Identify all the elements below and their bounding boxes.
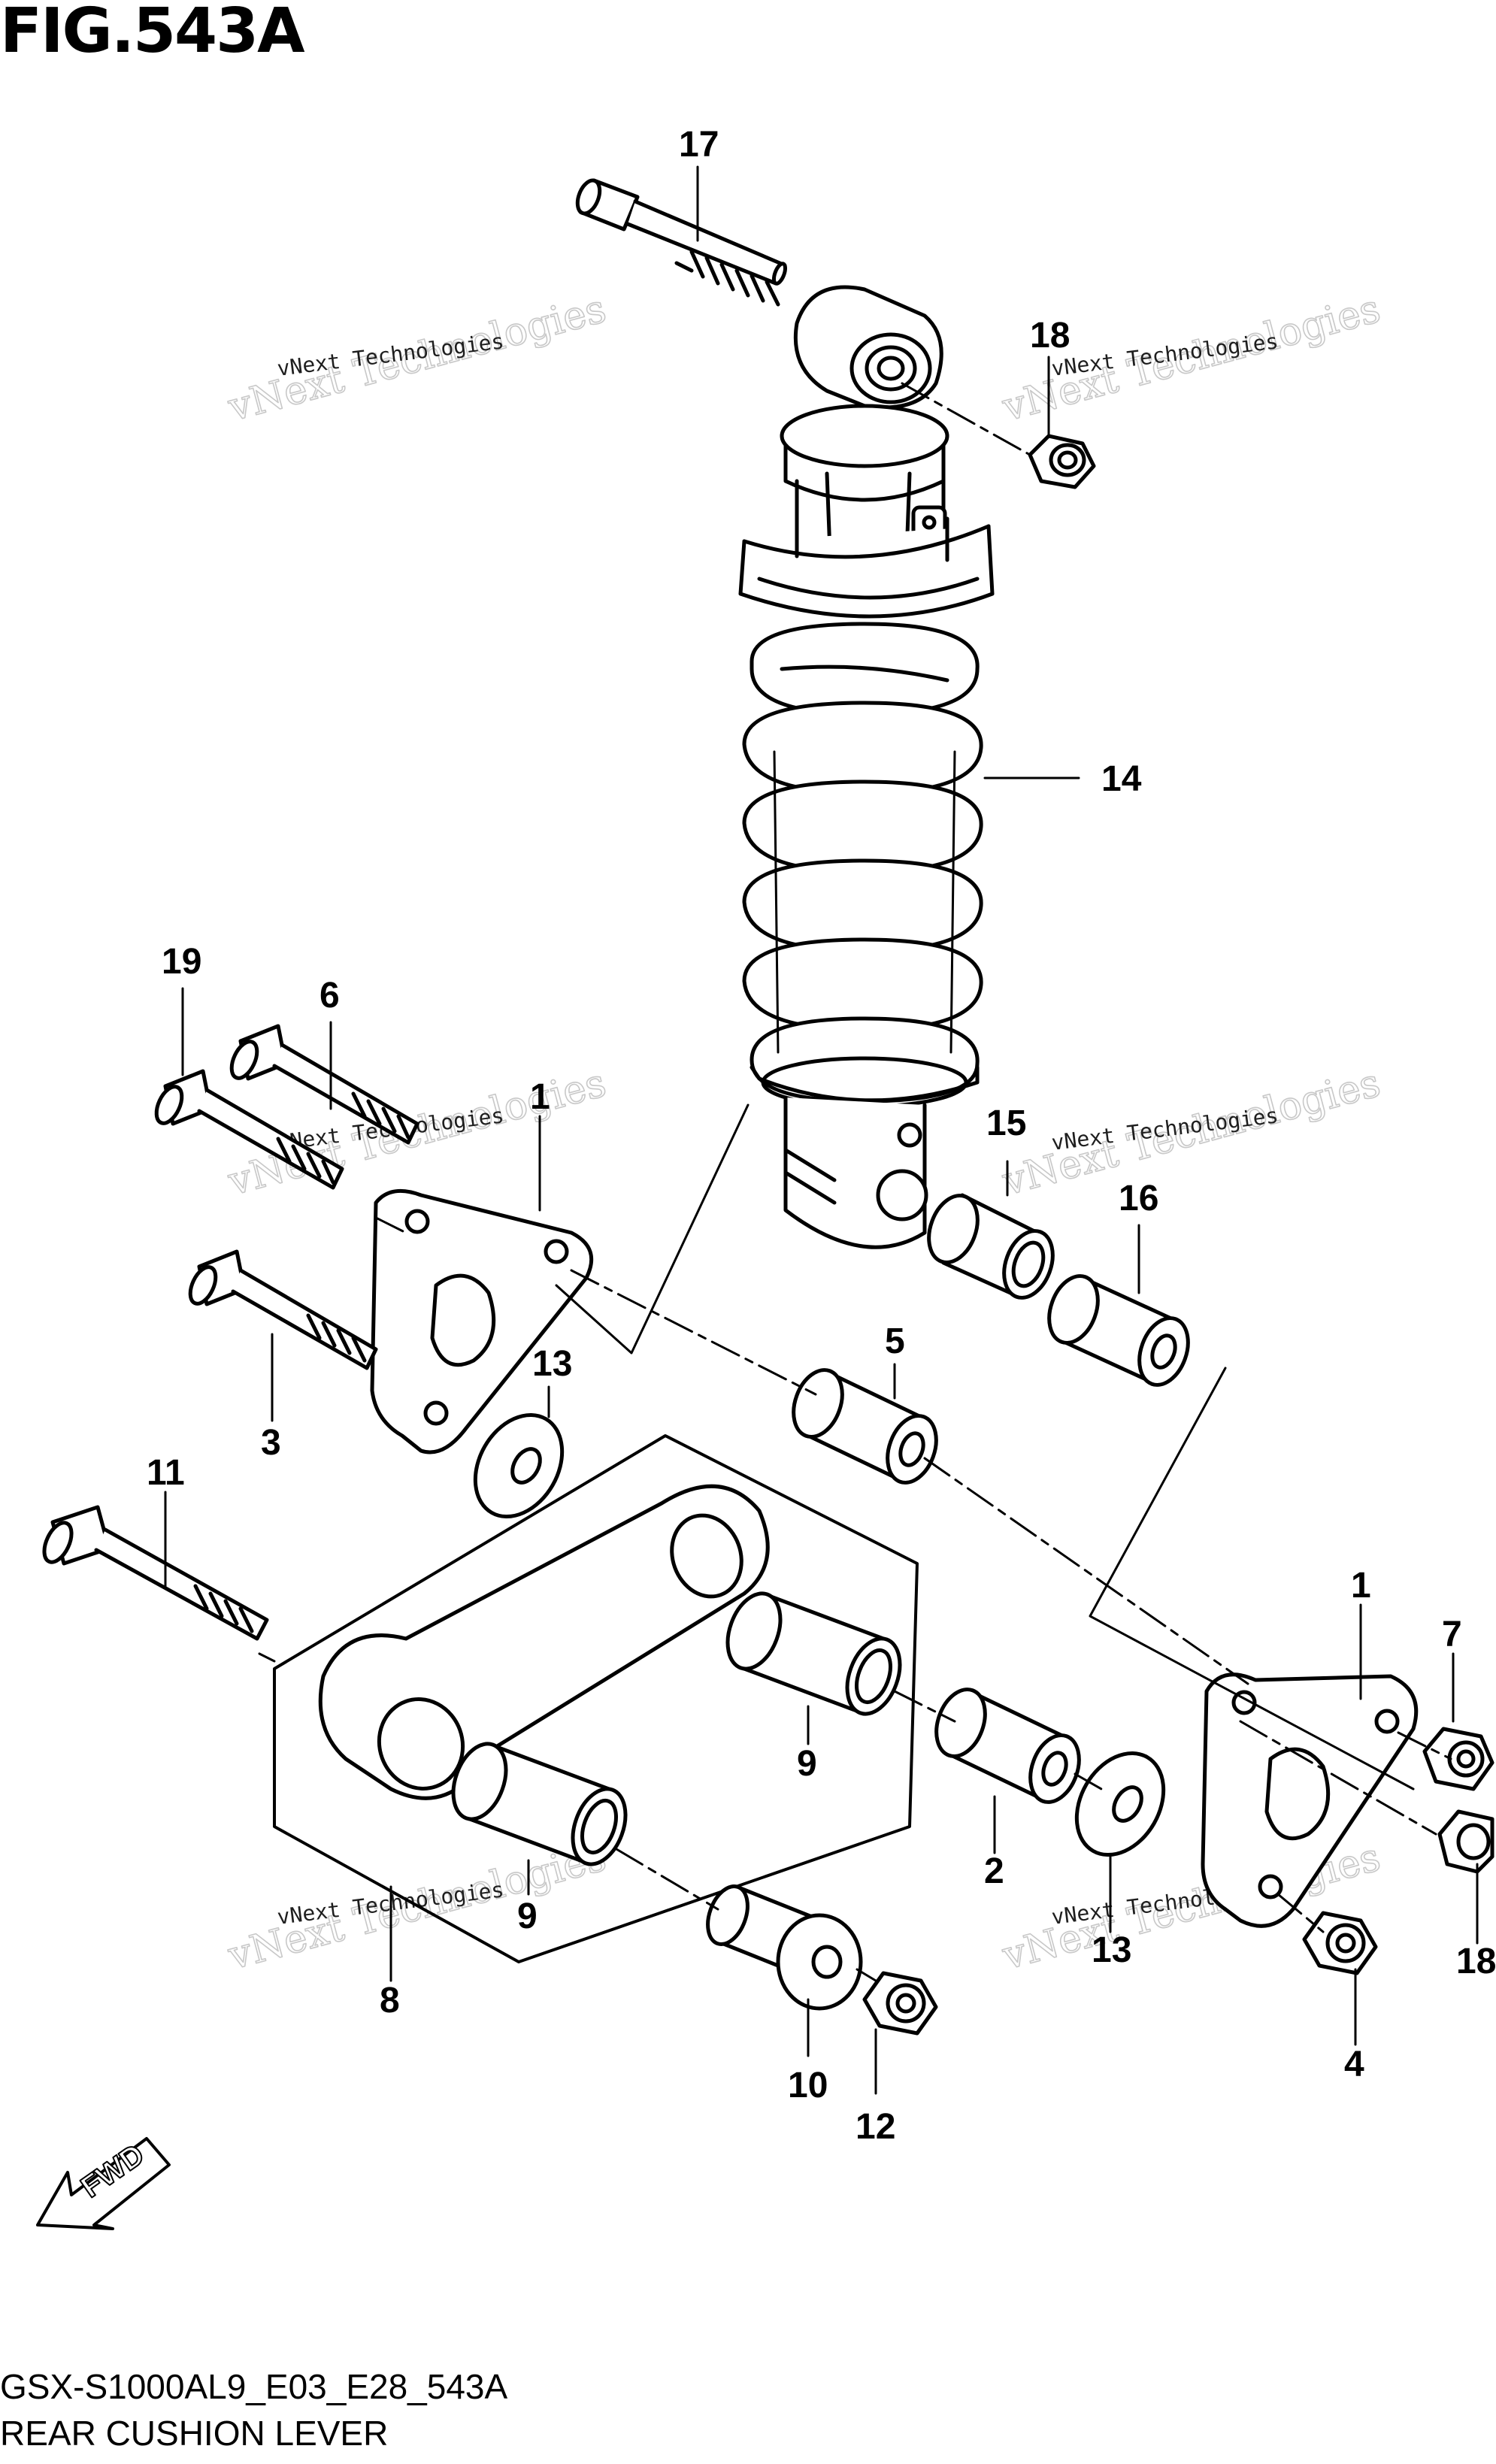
- part-17-bolt: [575, 178, 788, 307]
- callout-18-top: 18: [1030, 316, 1070, 356]
- callout-14: 14: [1101, 759, 1142, 799]
- callout-13-right: 13: [1092, 1930, 1131, 1970]
- part-18-nut-right: [1437, 1809, 1494, 1874]
- callout-3: 3: [261, 1423, 281, 1463]
- watermark-top-right: vNext Technologies vNext Technologies: [997, 286, 1385, 431]
- watermark-mid-right: vNext Technologies vNext Technologies: [997, 1060, 1385, 1206]
- callout-1-left: 1: [530, 1077, 550, 1117]
- part-13-washer-right: [1074, 1751, 1166, 1857]
- callout-9-upper: 9: [797, 1744, 817, 1784]
- callout-11: 11: [147, 1453, 185, 1493]
- callout-18-right: 18: [1456, 1942, 1496, 1981]
- part-12-nut: [862, 1971, 938, 2036]
- figure-title: FIG.543A: [0, 0, 305, 67]
- part-13-washer-left: [473, 1412, 565, 1519]
- callout-7: 7: [1442, 1615, 1462, 1654]
- part-7-nut: [1422, 1727, 1494, 1791]
- part-5-collar: [792, 1368, 938, 1485]
- part-18-nut-top: [1028, 434, 1096, 489]
- part-4-nut: [1302, 1911, 1378, 1975]
- callout-16: 16: [1119, 1179, 1158, 1218]
- assembly-lines: [258, 382, 1452, 1982]
- part-6-bolt: [229, 1024, 419, 1145]
- part-14-rear-shock: [738, 285, 995, 1249]
- callout-10: 10: [788, 2066, 828, 2105]
- fwd-arrow: FWD: [36, 2137, 171, 2230]
- figure-code: GSX-S1000AL9_E03_E28_543A: [0, 2367, 508, 2406]
- callout-15: 15: [986, 1103, 1026, 1143]
- callout-9-lower: 9: [517, 1896, 538, 1936]
- part-8-lever-bracket: [273, 1434, 919, 1963]
- part-10-bushing: [706, 1884, 863, 2011]
- part-11-bolt: [42, 1505, 269, 1641]
- part-15-bearing: [927, 1193, 1055, 1300]
- callout-6: 6: [319, 976, 340, 1016]
- leader-lines: [164, 165, 1479, 2095]
- callout-17: 17: [679, 125, 719, 165]
- callout-1-right: 1: [1351, 1566, 1371, 1606]
- callout-13-left: 13: [532, 1344, 572, 1384]
- callout-12: 12: [856, 2107, 895, 2147]
- callout-labels: 17 18 14 19 6 1 15 16 5 13 3 11 1 7 9 2 …: [147, 125, 1496, 2147]
- part-9-bearing-lower: [451, 1742, 628, 1866]
- watermark-top-left: vNext Technologies vNext Technologies: [223, 286, 611, 431]
- callout-19: 19: [162, 942, 201, 982]
- part-16-collar: [1047, 1274, 1190, 1387]
- callout-4: 4: [1344, 2045, 1364, 2084]
- callout-2: 2: [984, 1851, 1004, 1891]
- callout-8: 8: [380, 1981, 400, 2021]
- callout-5: 5: [885, 1321, 905, 1361]
- part-2-collar: [934, 1688, 1081, 1804]
- part-1-plate-left: [370, 1188, 594, 1454]
- figure-name: REAR CUSHION LEVER: [0, 2414, 389, 2453]
- part-3-bolt: [188, 1249, 378, 1370]
- part-19-bolt: [154, 1069, 344, 1190]
- part-8-lever: [318, 1484, 770, 1800]
- part-1-plate-right: [1201, 1672, 1419, 1928]
- part-9-bearing-upper: [725, 1591, 902, 1716]
